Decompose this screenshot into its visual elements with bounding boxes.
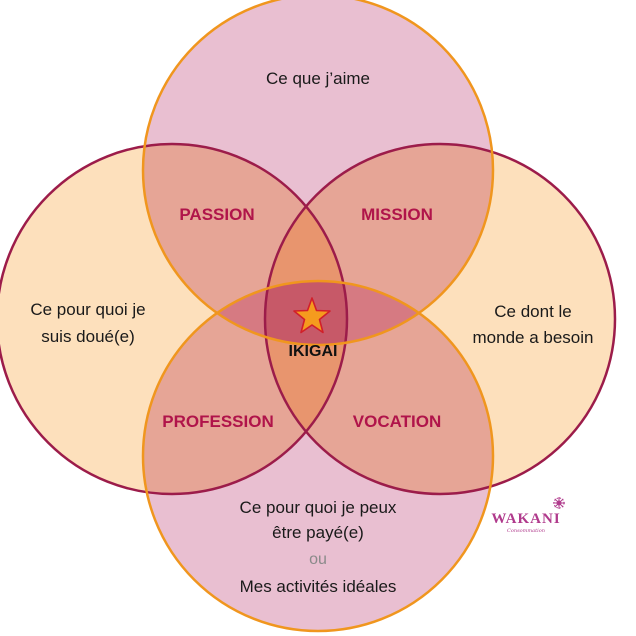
circle-left-outline xyxy=(0,142,349,496)
star-icon xyxy=(293,297,331,334)
label-vocation: VOCATION xyxy=(353,412,441,431)
label-passion: PASSION xyxy=(179,205,254,224)
label-top: Ce que j’aime xyxy=(266,69,370,88)
wakani-logo: WAKANI Consommation xyxy=(491,497,565,534)
label-bottom-line1: Ce pour quoi je peux xyxy=(240,498,397,517)
logo-mandala-icon xyxy=(553,497,565,509)
label-right-line2: monde a besoin xyxy=(473,328,594,347)
circle-bottom-outline xyxy=(141,279,495,633)
circle-top-outline xyxy=(141,0,495,347)
label-bottom-alt: Mes activités idéales xyxy=(240,577,397,596)
label-mission: MISSION xyxy=(361,205,433,224)
label-bottom-or: ou xyxy=(309,551,327,568)
label-profession: PROFESSION xyxy=(162,412,273,431)
label-bottom-line2: être payé(e) xyxy=(272,523,364,542)
label-right-line1: Ce dont le xyxy=(494,302,572,321)
logo-tagline: Consommation xyxy=(507,528,545,534)
circle-right-outline xyxy=(263,142,617,496)
label-ikigai: IKIGAI xyxy=(289,343,338,360)
logo-wordmark: WAKANI xyxy=(491,511,560,527)
label-left-line1: Ce pour quoi je xyxy=(30,300,145,319)
label-left-line2: suis doué(e) xyxy=(41,327,135,346)
